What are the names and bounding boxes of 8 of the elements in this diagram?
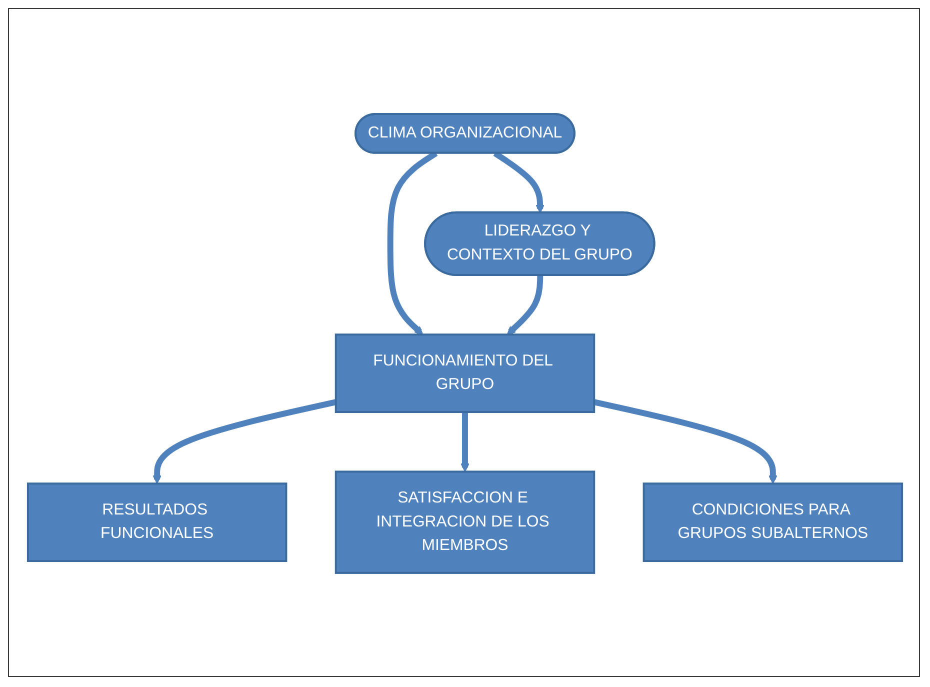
arrow xyxy=(593,399,778,484)
node-box: FUNCIONAMIENTO DEL GRUPO xyxy=(334,334,596,414)
arrow xyxy=(506,275,544,335)
node-box: CONDICIONES PARA GRUPOS SUBALTERNOS xyxy=(642,482,904,562)
arrow xyxy=(152,399,337,484)
node-box: RESULTADOS FUNCIONALES xyxy=(26,482,288,562)
arrow xyxy=(460,412,470,472)
node-box: SATISFACCION E INTEGRACION DE LOS MIEMBROS xyxy=(334,470,596,574)
